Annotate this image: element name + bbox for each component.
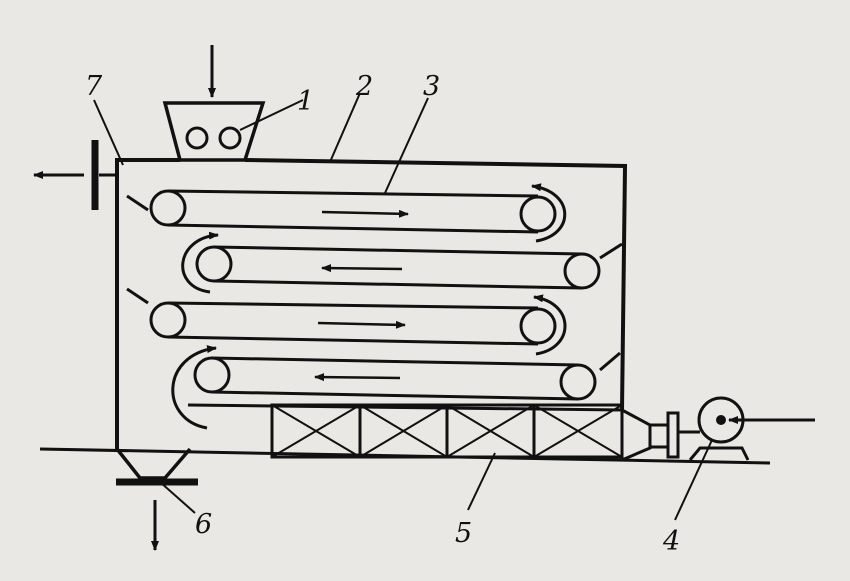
label-6: 6	[195, 509, 212, 540]
conveyor-belt-1	[149, 189, 557, 234]
drum	[563, 252, 601, 290]
conveyor-belt-3	[149, 301, 557, 346]
exhaust-outlet	[91, 140, 117, 210]
conveyor-belt-4	[193, 356, 597, 401]
drum	[149, 301, 187, 339]
deflectors	[126, 194, 623, 372]
label-4: 4	[662, 526, 680, 557]
drum	[149, 189, 187, 227]
leader-lines	[93, 92, 713, 521]
label-2: 2	[355, 71, 373, 102]
dryer-chamber	[115, 158, 628, 449]
drum	[519, 307, 557, 345]
label-3: 3	[423, 71, 440, 102]
label-5: 5	[455, 518, 472, 549]
drum	[559, 363, 597, 401]
label-1: 1	[297, 86, 314, 117]
drum	[193, 356, 231, 394]
drum	[519, 195, 557, 233]
feed-hopper	[162, 101, 266, 162]
discharge-hopper	[115, 447, 198, 486]
belt-direction-arrows	[314, 209, 409, 382]
drum	[195, 245, 233, 283]
transfer-arrows	[171, 183, 567, 430]
label-7: 7	[85, 71, 103, 102]
fan-unit	[621, 396, 750, 462]
air-heater	[270, 403, 624, 459]
conveyor-belt-2	[195, 245, 601, 290]
